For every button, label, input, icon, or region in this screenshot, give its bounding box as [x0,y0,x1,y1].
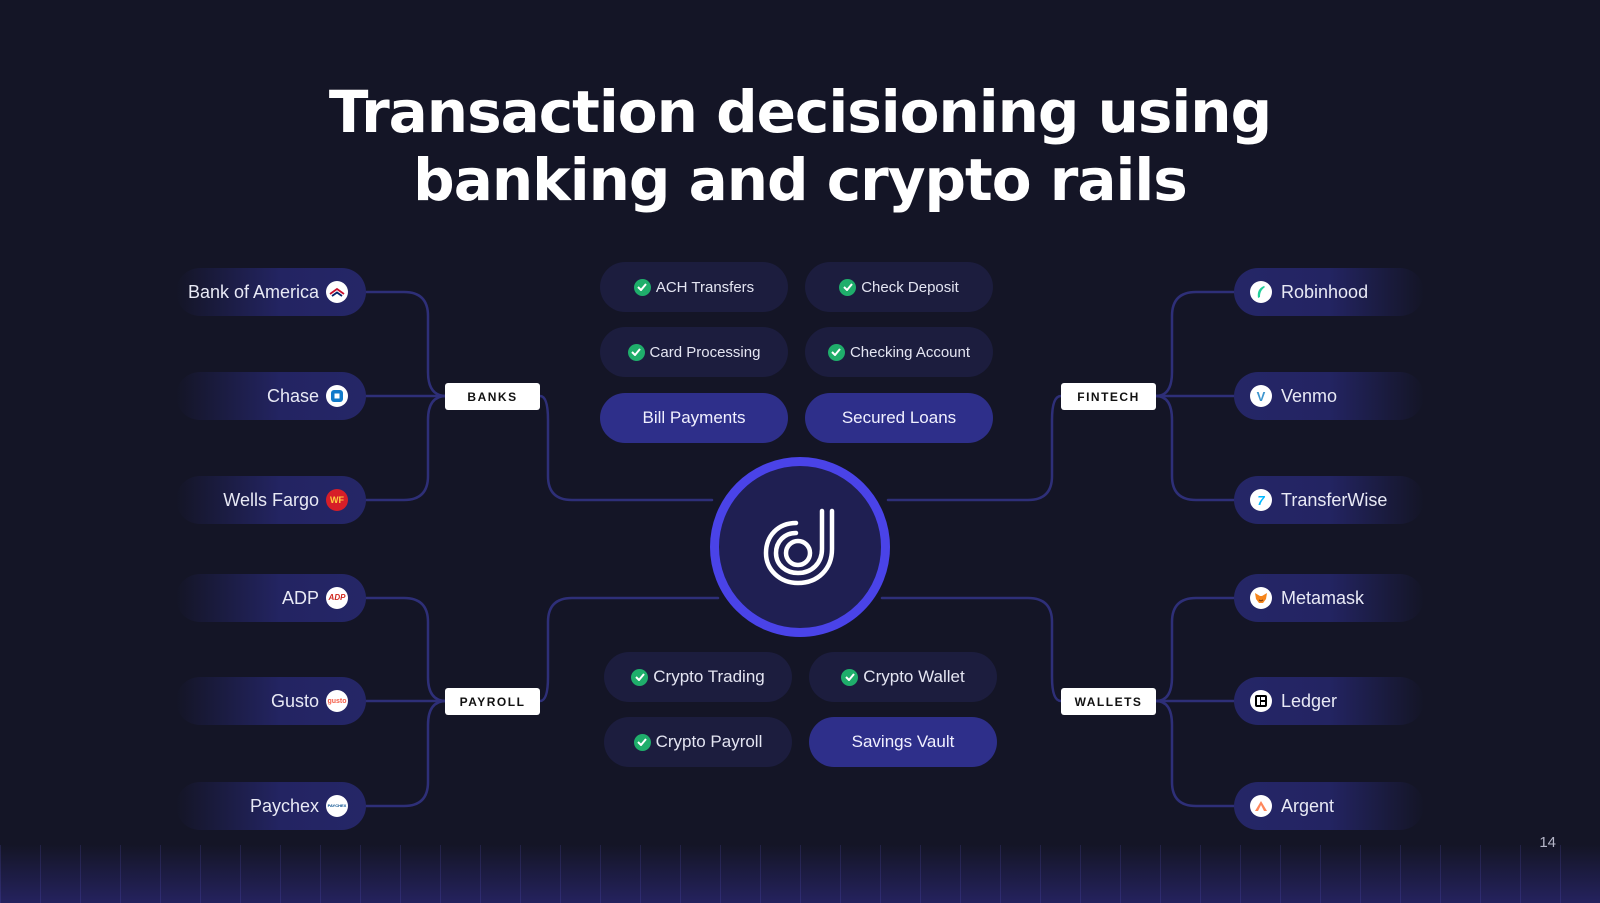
check-icon [633,278,651,296]
argent-logo-icon [1250,795,1272,817]
adp-logo-icon: ADP [326,587,348,609]
page-title: Transaction decisioning using banking an… [0,78,1600,214]
payroll-tag: PAYROLL [445,688,540,715]
feature-card-processing: Card Processing [600,327,788,377]
argent-pill: Argent [1234,782,1424,830]
chase-logo-icon [326,385,348,407]
chase-pill: Chase [176,372,366,420]
metamask-logo-icon [1250,587,1272,609]
feature-bill-payments: Bill Payments [600,393,788,443]
feature-check-deposit: Check Deposit [805,262,993,312]
feature-label: Card Processing [649,343,761,361]
feature-checking-account: Checking Account [805,327,993,377]
feature-crypto-payroll: Crypto Payroll [604,717,792,767]
venmo-logo-icon: V [1250,385,1272,407]
wells-fargo-logo-icon: WF [326,489,348,511]
gusto-label: Gusto [270,690,319,711]
paychex-pill: Paychex PAYCHEX [176,782,366,830]
feature-label: Checking Account [849,343,971,361]
bank-of-america-label: Bank of America [187,281,319,302]
feature-crypto-wallet: Crypto Wallet [809,652,997,702]
perspective-grid-floor [0,845,1600,903]
check-icon [631,668,649,686]
check-icon [627,343,645,361]
hub-logo [710,457,890,637]
feature-secured-loans: Secured Loans [805,393,993,443]
feature-savings-vault: Savings Vault [809,717,997,767]
check-icon [839,278,857,296]
argent-label: Argent [1281,795,1335,816]
transferwise-label: TransferWise [1281,489,1388,510]
page-number: 14 [1539,834,1556,851]
fintech-tag: FINTECH [1061,383,1156,410]
paychex-logo-icon: PAYCHEX [326,795,348,817]
feature-label: Crypto Payroll [655,732,763,751]
wallets-tag: WALLETS [1061,688,1156,715]
bank-of-america-logo-icon [326,281,348,303]
ledger-pill: Ledger [1234,677,1424,725]
chase-label: Chase [266,385,319,406]
feature-label: Crypto Trading [653,667,765,686]
feature-label: ACH Transfers [655,278,755,296]
adp-pill: ADP ADP [176,574,366,622]
transferwise-pill: 7 TransferWise [1234,476,1424,524]
venmo-pill: V Venmo [1234,372,1424,420]
banks-tag: BANKS [445,383,540,410]
title-line-2: banking and crypto rails [413,146,1188,214]
ledger-label: Ledger [1281,690,1338,711]
feature-crypto-trading: Crypto Trading [604,652,792,702]
feature-label: Crypto Wallet [863,667,965,686]
ledger-logo-icon [1250,690,1272,712]
feature-label: Check Deposit [861,278,959,296]
robinhood-label: Robinhood [1281,281,1369,302]
bank-of-america-pill: Bank of America [176,268,366,316]
metamask-label: Metamask [1281,587,1365,608]
wells-fargo-label: Wells Fargo [223,489,319,510]
metamask-pill: Metamask [1234,574,1424,622]
gusto-pill: Gusto gusto [176,677,366,725]
gusto-logo-icon: gusto [326,690,348,712]
title-line-1: Transaction decisioning using [328,78,1272,146]
dwolla-style-logo-icon [763,508,835,586]
adp-label: ADP [281,587,319,608]
check-icon [827,343,845,361]
venmo-label: Venmo [1281,385,1338,406]
robinhood-logo-icon [1250,281,1272,303]
wells-fargo-pill: Wells Fargo WF [176,476,366,524]
transferwise-logo-icon: 7 [1250,489,1272,511]
check-icon [633,733,651,751]
robinhood-pill: Robinhood [1234,268,1424,316]
check-icon [841,668,859,686]
paychex-label: Paychex [249,795,319,816]
feature-ach-transfers: ACH Transfers [600,262,788,312]
